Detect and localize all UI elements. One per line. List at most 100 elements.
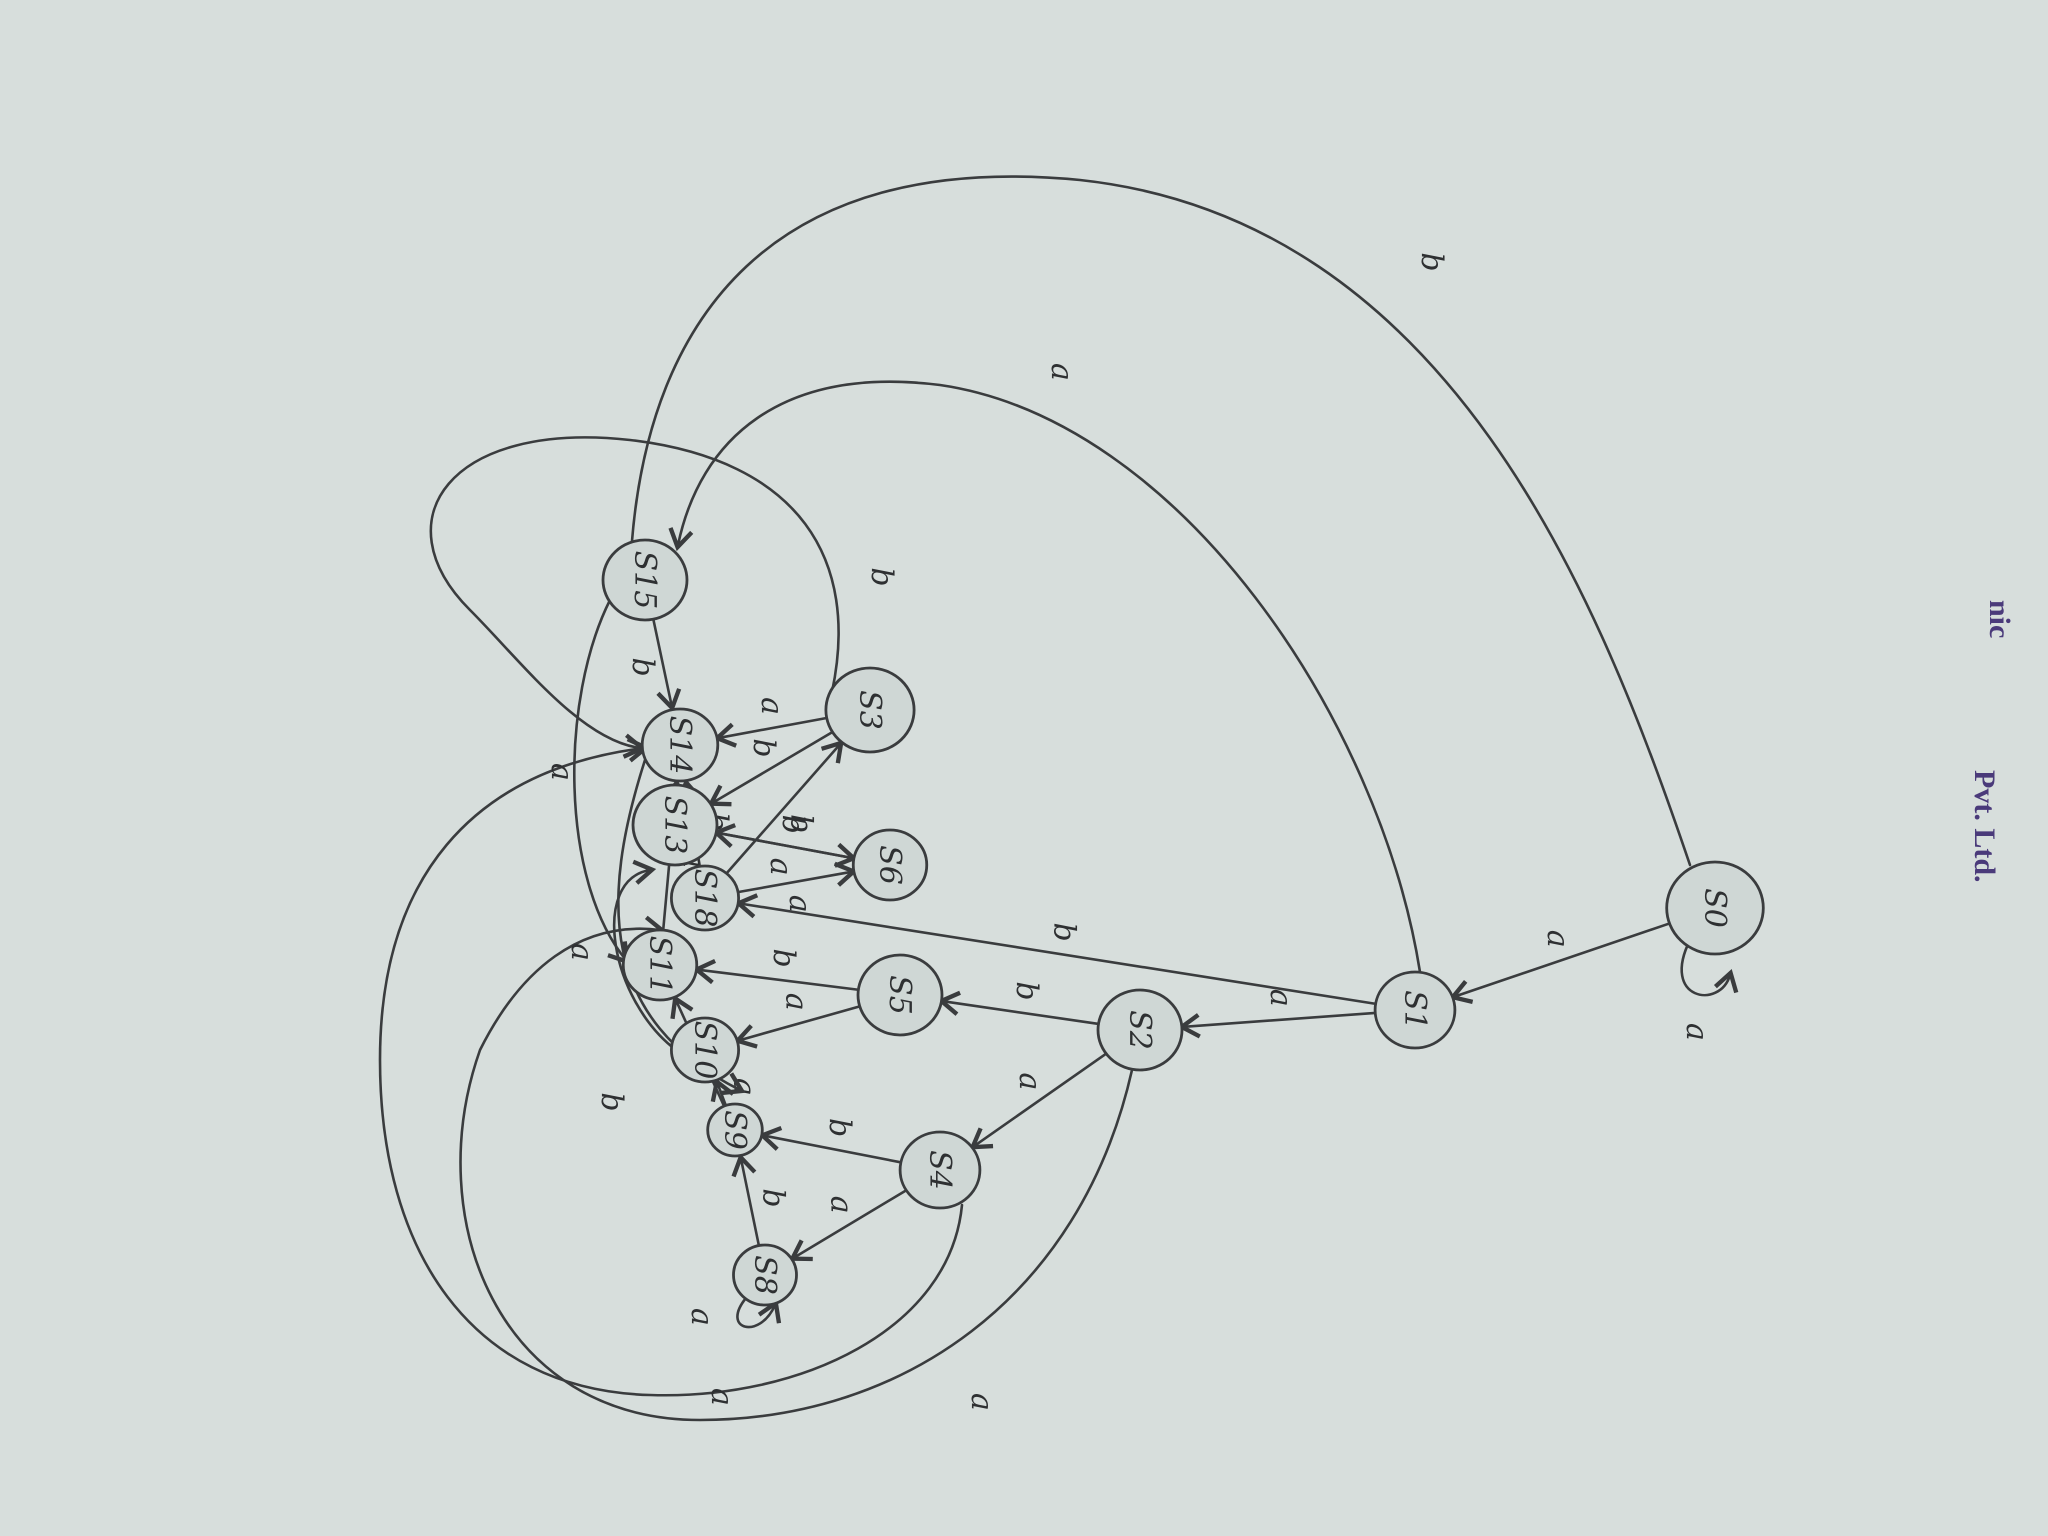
- letterhead-text: Pvt. Ltd.: [1968, 770, 2001, 883]
- edge-label-s4-s14: a: [704, 1388, 739, 1406]
- node-label-s10: S10: [687, 1021, 722, 1080]
- edge-label-s15-s14: b: [625, 657, 660, 676]
- edge-label-s2-s11: a: [964, 1393, 999, 1411]
- node-circle-s10: [670, 1016, 741, 1084]
- edges-layer: aababaabaabaababababbbaabbbabaa: [378, 175, 1739, 1422]
- node-label-s14: S14: [662, 716, 697, 775]
- edge-label-s14-s12: a: [564, 943, 599, 961]
- edge-s0-s15: [630, 175, 1692, 867]
- edge-s3-s15: [429, 436, 840, 759]
- edge-s4-s9: [758, 1125, 904, 1164]
- node-circle-s2: [1096, 988, 1184, 1072]
- edge-label-s0-s1: a: [1540, 930, 1575, 948]
- node-label-s3: S3: [852, 690, 887, 730]
- node-label-s13: S13: [657, 796, 692, 855]
- node-s10: S10: [670, 1016, 741, 1084]
- node-circle-s9: [706, 1102, 764, 1158]
- node-s1: S1: [1373, 970, 1457, 1050]
- node-s13: S13: [631, 783, 719, 867]
- node-s8: S8: [732, 1243, 798, 1307]
- edge-s4-s14: [378, 737, 964, 1397]
- edge-s1-s2: [1177, 1011, 1379, 1039]
- node-circle-s14: [640, 707, 720, 783]
- node-s9: S9: [706, 1102, 764, 1158]
- edge-label-s0-s0: a: [1679, 1023, 1714, 1041]
- edge-s5-s10: [733, 1004, 863, 1049]
- node-label-s8: S8: [747, 1255, 782, 1295]
- edge-label-s8-s9: b: [756, 1188, 791, 1207]
- node-label-s1: S1: [1397, 990, 1432, 1030]
- edge-label-s4-s8: a: [823, 1196, 858, 1214]
- node-circle-s0: [1665, 860, 1765, 956]
- edge-s2-s5: [937, 990, 1102, 1026]
- edge-label-s1-s2: a: [1263, 989, 1298, 1007]
- edge-s2-s4: [969, 1051, 1109, 1150]
- edge-s4-s8: [788, 1188, 909, 1262]
- node-circle-s4: [898, 1130, 982, 1210]
- node-circle-s8: [732, 1243, 798, 1307]
- edge-label-s6-s13: b: [775, 815, 810, 834]
- edge-s8-s8: [736, 1296, 782, 1329]
- edge-s0-s0: [1680, 938, 1739, 997]
- edge-s1-s15: [668, 380, 1422, 974]
- edge-label-s1-s15: a: [1044, 363, 1079, 381]
- edge-label-s3-s13: b: [746, 738, 781, 757]
- node-label-s4: S4: [922, 1150, 957, 1190]
- edge-label-s1-s18: b: [1046, 923, 1081, 942]
- node-label-s18: S18: [687, 869, 722, 928]
- edge-label-s13-s6: a: [763, 858, 798, 876]
- node-circle-s6: [851, 828, 929, 902]
- node-circle-s15: [601, 538, 689, 622]
- edge-label-s3-s15: b: [864, 567, 899, 586]
- node-circle-s18: [670, 864, 741, 932]
- node-label-s5: S5: [882, 975, 917, 1015]
- edge-s3-s14: [713, 716, 830, 748]
- edge-s12-s11: [573, 598, 630, 965]
- node-label-s9: S9: [717, 1110, 752, 1150]
- edge-s18-s6: [735, 861, 858, 894]
- edge-label-s10-s12: b: [594, 1092, 629, 1111]
- node-s14: S14: [640, 707, 720, 783]
- edge-label-s2-s5: b: [1009, 981, 1044, 1000]
- node-s3: S3: [824, 666, 916, 754]
- node-s18: S18: [670, 864, 741, 932]
- node-s15: S15: [601, 538, 689, 622]
- edge-s3-s13: [707, 730, 836, 807]
- node-label-s11: S11: [642, 936, 677, 995]
- node-label-s15: S15: [627, 551, 662, 610]
- node-s4: S4: [898, 1130, 982, 1210]
- node-circle-s13: [631, 783, 719, 867]
- node-label-s2: S2: [1122, 1010, 1157, 1050]
- edge-s0-s1: [1448, 921, 1673, 1004]
- node-circle-s3: [824, 666, 916, 754]
- edge-s15-s14: [652, 617, 682, 713]
- edge-s2-s11: [459, 915, 1134, 1422]
- edge-label-s3-s14: a: [754, 697, 789, 715]
- edge-label-s5-s11: b: [766, 948, 801, 967]
- edge-s18-s3: [724, 739, 844, 876]
- node-s6: S6: [851, 828, 929, 902]
- node-label-s6: S6: [872, 845, 907, 885]
- edge-label-s4-s9: b: [822, 1118, 857, 1137]
- edge-label-s2-s4: a: [1012, 1072, 1047, 1090]
- edge-label-s12-s11: a: [544, 763, 579, 781]
- node-s5: S5: [856, 953, 944, 1037]
- node-circle-s5: [856, 953, 944, 1037]
- letterhead-partial-text: nic: [1983, 600, 2016, 638]
- letterhead-layer: Pvt. Ltd. nic: [1968, 600, 2016, 883]
- node-circle-s11: [621, 928, 699, 1002]
- node-s2: S2: [1096, 988, 1184, 1072]
- node-circle-s1: [1373, 970, 1457, 1050]
- edge-s1-s18: [734, 893, 1379, 1006]
- edge-label-s8-s8: a: [684, 1308, 719, 1326]
- edge-s13-s6: [713, 831, 858, 868]
- edge-s8-s9: [731, 1153, 761, 1247]
- edge-label-s18-s6: a: [782, 895, 817, 913]
- node-s0: S0: [1665, 860, 1765, 956]
- node-s11: S11: [621, 928, 699, 1002]
- edge-label-s5-s10: a: [779, 993, 814, 1011]
- edge-label-s18-s3: b: [783, 814, 818, 833]
